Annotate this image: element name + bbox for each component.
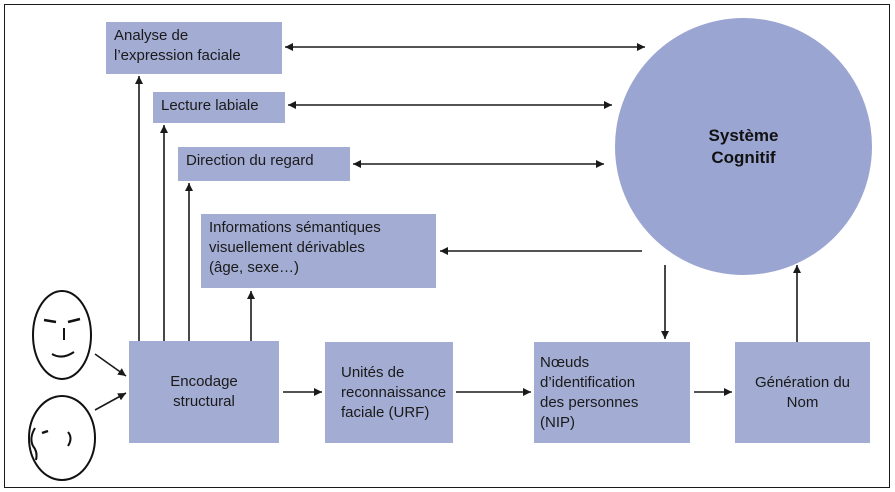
systeme-cognitif-label: Système Cognitif xyxy=(708,125,779,167)
box-semantic-label: Informations sémantiques visuellement dé… xyxy=(209,219,381,276)
diagram-frame xyxy=(4,4,890,488)
box-encodage-structural: Encodage structural xyxy=(129,341,279,443)
box-lecture-label: Lecture labiale xyxy=(161,97,259,114)
box-informations-semantiques: Informations sémantiques visuellement dé… xyxy=(201,214,436,288)
systeme-cognitif-circle: Système Cognitif xyxy=(615,18,872,275)
face-frontal-icon xyxy=(32,290,92,380)
box-noeuds-identification: Nœuds d’identification des personnes (NI… xyxy=(534,342,690,443)
box-direction-regard: Direction du regard xyxy=(178,147,350,181)
face-profile-icon xyxy=(28,395,96,481)
box-analyse-label: Analyse de l’expression faciale xyxy=(114,27,241,64)
box-nip-label: Nœuds d’identification des personnes (NI… xyxy=(540,353,639,431)
box-unites-reconnaissance: Unités de reconnaissance faciale (URF) xyxy=(325,342,453,443)
box-generation-nom: Génération du Nom xyxy=(735,342,870,443)
box-lecture-labiale: Lecture labiale xyxy=(153,92,285,123)
box-urf-label: Unités de reconnaissance faciale (URF) xyxy=(341,363,447,421)
box-encodage-label: Encodage structural xyxy=(170,373,238,410)
box-nom-label: Génération du Nom xyxy=(754,373,851,411)
arrow-face2-to-encodage xyxy=(94,392,127,411)
arrow-face1-to-encodage xyxy=(94,353,127,377)
box-direction-label: Direction du regard xyxy=(186,152,314,169)
box-analyse-expression-faciale: Analyse de l’expression faciale xyxy=(106,22,282,74)
